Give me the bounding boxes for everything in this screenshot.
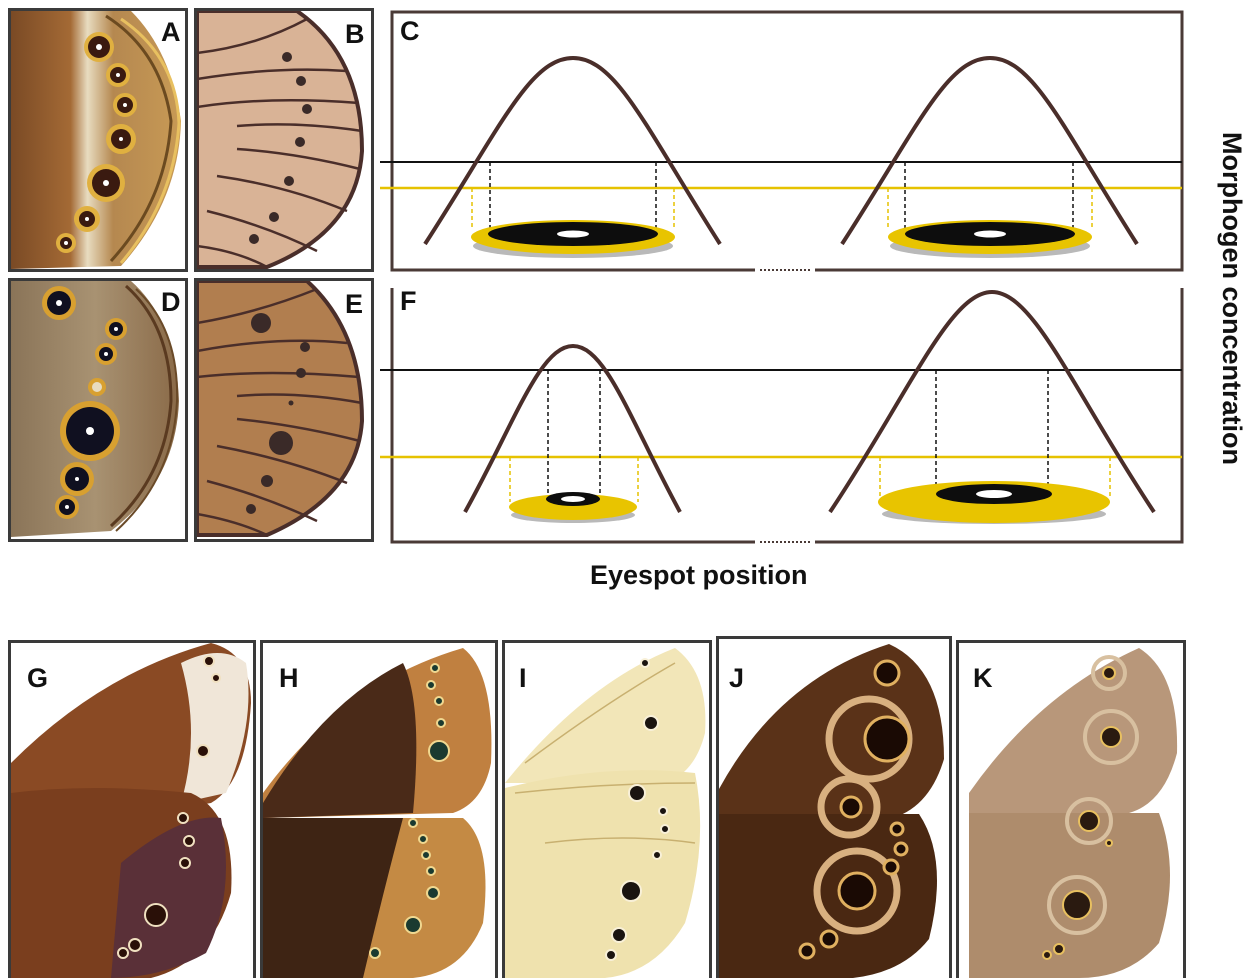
panel-label-h: H — [279, 665, 299, 692]
diagram-f — [380, 282, 1190, 548]
panel-label-f: F — [400, 288, 417, 315]
butterfly-photo-h — [263, 643, 495, 978]
wing-schematic-e — [197, 281, 371, 539]
x-axis-label: Eyespot position — [590, 560, 990, 591]
y-axis-label: Morphogen concentration — [1213, 132, 1247, 412]
panel-label-k: K — [973, 665, 993, 692]
butterfly-photo-g — [11, 643, 253, 978]
eyespot-f-right — [878, 481, 1110, 524]
panel-label-c: C — [400, 18, 420, 45]
panel-g-butterfly-photo: G — [8, 640, 256, 978]
panel-e-wing-schematic: E — [194, 278, 374, 542]
panel-d-wing-photo: D — [8, 278, 188, 542]
panel-label-i: I — [519, 665, 527, 692]
butterfly-photo-i — [505, 643, 709, 978]
panel-a-wing-photo: A — [8, 8, 188, 272]
panel-label-e: E — [345, 291, 363, 318]
eyespot-c-left — [471, 220, 675, 258]
wing-schematic-b — [197, 11, 371, 269]
eyespot-c-right — [888, 220, 1092, 258]
wing-photo-a — [11, 11, 185, 269]
panel-label-d: D — [161, 289, 181, 316]
panel-i-butterfly-photo: I — [502, 640, 712, 978]
panel-b-wing-schematic: B — [194, 8, 374, 272]
eyespot-f-left — [509, 492, 637, 523]
butterfly-photo-k — [959, 643, 1183, 978]
panel-label-b: B — [345, 21, 365, 48]
panel-c-morphogen-diagram: C — [380, 8, 1190, 276]
panel-label-g: G — [27, 665, 48, 692]
panel-h-butterfly-photo: H — [260, 640, 498, 978]
panel-k-butterfly-photo: K — [956, 640, 1186, 978]
panel-label-j: J — [729, 665, 744, 692]
diagram-c — [380, 8, 1190, 276]
panel-j-butterfly-photo: J — [716, 636, 952, 978]
panel-f-morphogen-diagram: F — [380, 282, 1190, 548]
panel-label-a: A — [161, 19, 181, 46]
wing-photo-d — [11, 281, 185, 539]
butterfly-photo-j — [719, 639, 949, 978]
